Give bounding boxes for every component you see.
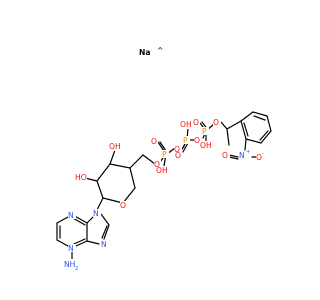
- atom-N1: N: [68, 244, 74, 253]
- atom-HO-c2: HO: [75, 173, 87, 182]
- atom-N7: N: [101, 240, 107, 249]
- atom-O-nitro-2: O: [256, 153, 262, 162]
- radical-mark: ^: [157, 46, 163, 55]
- atom-N-nitro: N: [239, 151, 245, 160]
- atom-NH2: NH: [64, 260, 75, 269]
- atom-O-nitro-1: O: [222, 151, 228, 160]
- molecule-structure: Na ^: [56, 46, 272, 272]
- atom-O-ester: O: [213, 118, 219, 127]
- atom-P-alpha: P: [162, 150, 167, 159]
- atom-OH-c3: OH: [109, 142, 121, 151]
- atom-OH-gamma: OH: [200, 141, 212, 150]
- atom-O-ring: O: [120, 201, 126, 210]
- bond-layer: [56, 111, 272, 262]
- atom-O-gamma-double: O: [193, 118, 199, 127]
- atom-O-bridge-1: O: [174, 145, 180, 154]
- charge-plus: +: [246, 149, 250, 155]
- atom-O-beta-double: O: [175, 151, 181, 160]
- charge-minus: -: [262, 151, 264, 157]
- atom-NH2-subscript: 2: [75, 266, 78, 272]
- atom-labels: OH HO O O P OH O OH P O O O P OH O N + O…: [64, 118, 264, 272]
- atom-N9: N: [93, 209, 99, 218]
- atom-OH-beta: OH: [180, 120, 192, 129]
- atom-O5: O: [154, 160, 160, 169]
- atom-P-gamma: P: [202, 127, 207, 136]
- atom-OH-alpha: OH: [156, 166, 168, 175]
- atom-O-bridge-2: O: [194, 136, 200, 145]
- sodium-label: Na: [139, 48, 150, 57]
- atom-P-beta: P: [183, 136, 188, 145]
- atom-O-alpha-double: O: [151, 137, 157, 146]
- atom-label-backgrounds: [64, 118, 265, 269]
- atom-N3: N: [68, 211, 74, 220]
